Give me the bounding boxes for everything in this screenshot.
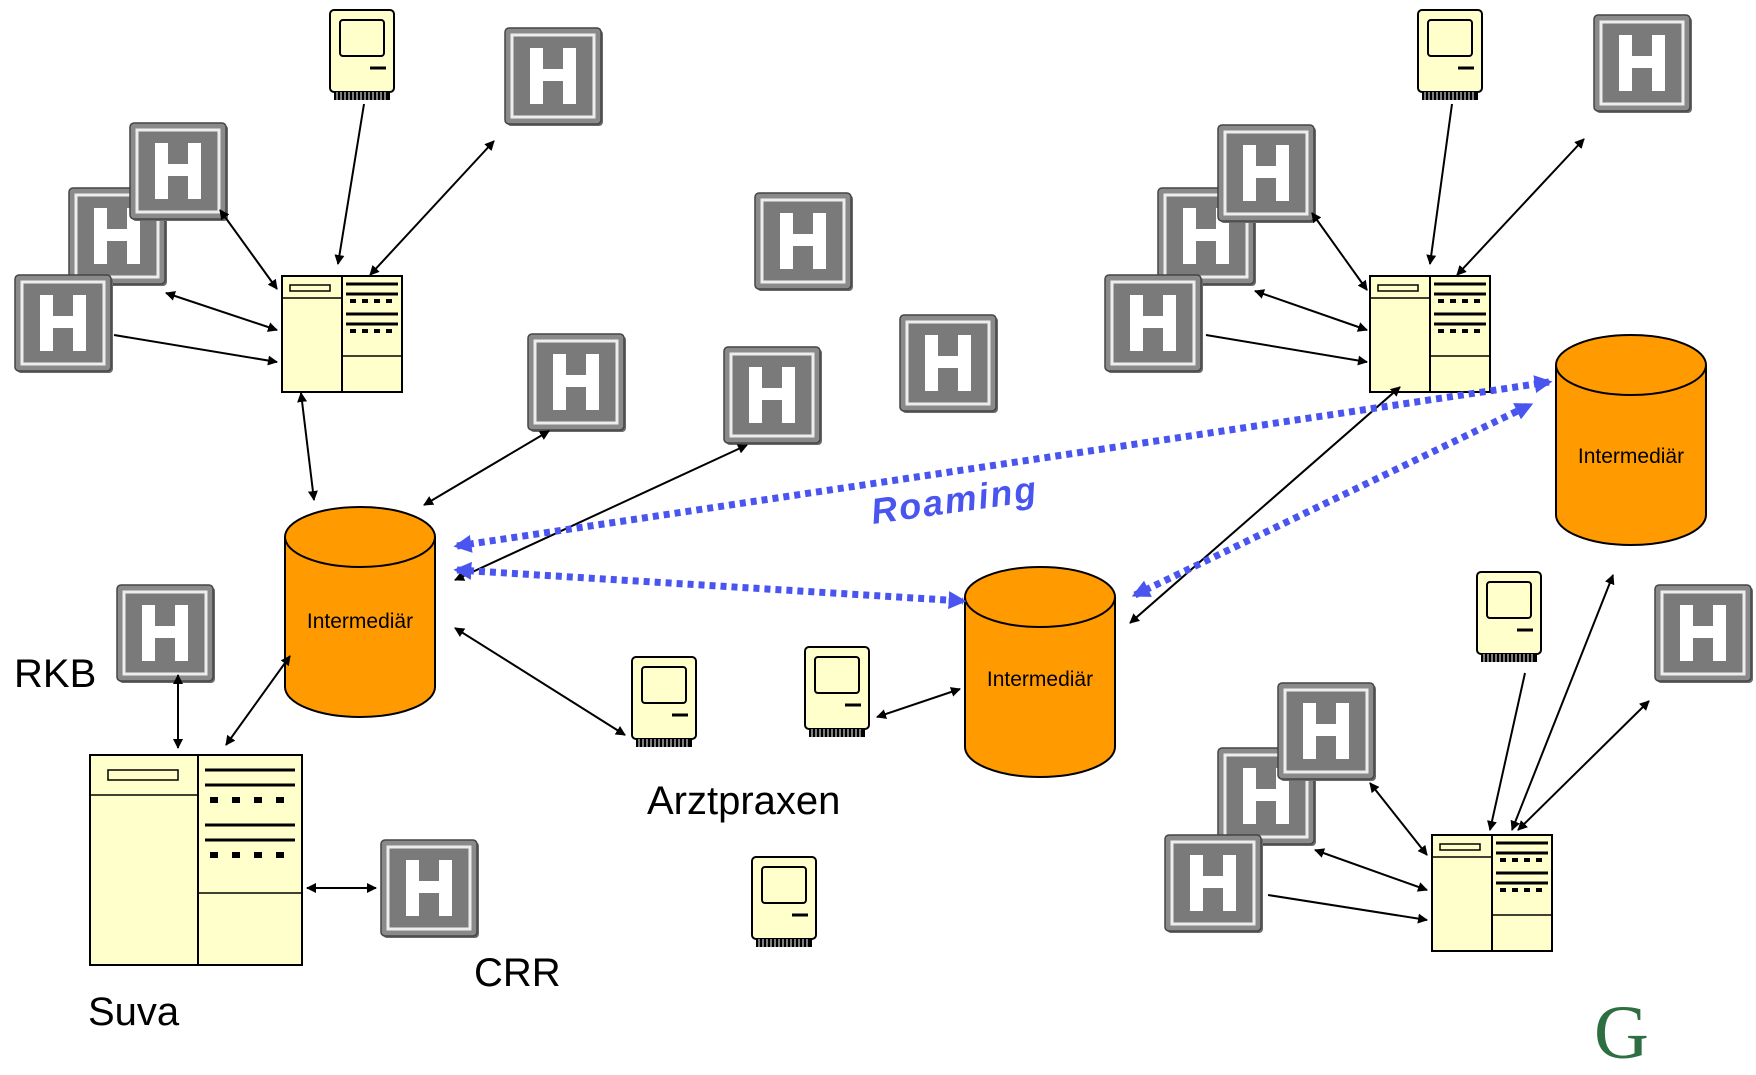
crr-label: CRR [474,951,561,995]
computer-terminal-icon [750,855,818,949]
database-label: Intermediär [986,668,1094,691]
hospital-sign-icon [13,273,115,375]
computer-terminal-icon [1475,570,1543,664]
database-label: Intermediär [306,610,414,633]
hospital-sign-icon [898,313,1000,415]
arztpraxen-label: Arztpraxen [647,779,841,823]
rkb-label: RKB [14,652,97,696]
server-rack-icon [1368,274,1492,394]
computer-terminal-icon [630,655,698,749]
network-diagram: Roaming [13,8,1755,966]
suva-server-icon [89,754,303,966]
roaming-links [453,375,1553,610]
hospital-sign-icon [379,838,481,940]
hospital-sign-icon [1163,833,1265,935]
hospital-sign-icon [1653,583,1755,685]
hospital-sign-icon [1592,13,1694,115]
suva-label: Suva [88,990,180,1034]
computer-terminal-icon [1416,8,1484,102]
hospital-sign-icon [503,26,605,128]
hospital-sign-icon [1103,273,1205,375]
hospital-sign-icon [115,583,217,685]
hospital-sign-icon [1276,681,1378,783]
hospital-sign-icon [753,191,855,293]
logo-icon: G [1594,991,1649,1075]
server-rack-icon [280,274,404,394]
hospital-sign-icon [722,345,824,447]
database-label: Intermediär [1577,445,1685,468]
hospital-sign-icon [128,121,230,223]
server-rack-icon [1430,833,1554,953]
hospital-sign-icon [526,332,628,434]
computer-terminal-icon [328,8,396,102]
hospital-sign-icon [1216,123,1318,225]
computer-terminal-icon [803,645,871,739]
database-cylinder-icon [1555,334,1707,546]
